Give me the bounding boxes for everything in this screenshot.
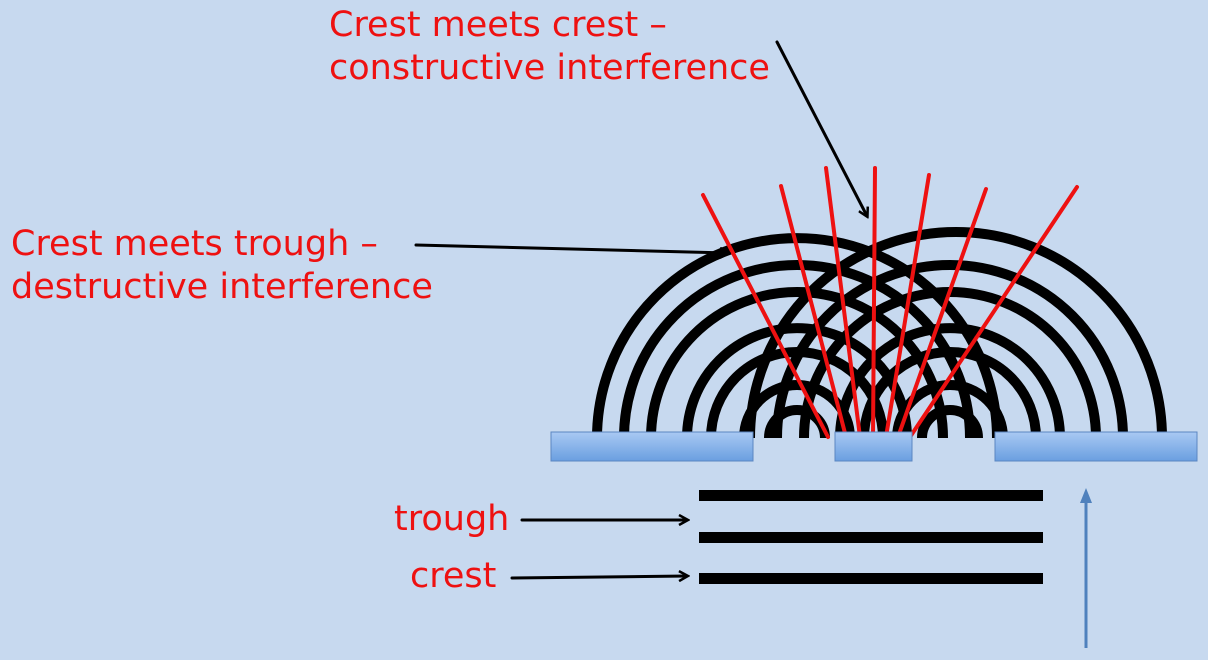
interference-lines (701, 166, 1079, 439)
plane-wave-1 (699, 490, 1043, 501)
wavefront-right-1 (917, 405, 983, 438)
interference-line-6 (896, 187, 988, 439)
wavefront-right-7 (745, 227, 1167, 438)
barrier-middle (834, 431, 913, 462)
interference-line-4 (871, 166, 877, 439)
crest-label: crest (410, 556, 497, 596)
interference-line-2 (779, 184, 848, 439)
pointer-constructive (775, 40, 867, 216)
trough-label: trough (394, 499, 510, 539)
wavefront-left-6 (619, 260, 975, 438)
destructive-label-line1: Crest meets trough – (11, 224, 378, 264)
barrier-left (550, 431, 754, 462)
direction-arrow (1080, 488, 1092, 648)
destructive-interference-label: Crest meets trough – destructive interfe… (11, 223, 433, 309)
pointer-crest (510, 576, 687, 578)
barrier-right (994, 431, 1198, 462)
wavefront-left-5 (646, 287, 948, 438)
plane-wave-2 (699, 532, 1043, 543)
incoming-plane-waves (699, 490, 1043, 584)
wavefront-right-2 (892, 380, 1008, 438)
destructive-label-line2: destructive interference (11, 267, 433, 307)
pointer-arrows (414, 40, 867, 578)
interference-line-3 (824, 166, 862, 439)
interference-line-1 (701, 193, 830, 439)
constructive-interference-label: Crest meets crest – constructive interfe… (329, 4, 770, 90)
plane-wave-3 (699, 573, 1043, 584)
constructive-label-line2: constructive interference (329, 48, 770, 88)
wavefront-right-6 (772, 260, 1128, 438)
interference-line-5 (884, 173, 931, 439)
interference-line-7 (908, 185, 1079, 439)
constructive-label-line1: Crest meets crest – (329, 5, 667, 45)
direction-arrow-head (1080, 488, 1092, 503)
pointer-destructive (414, 243, 728, 253)
barrier (550, 431, 1198, 462)
